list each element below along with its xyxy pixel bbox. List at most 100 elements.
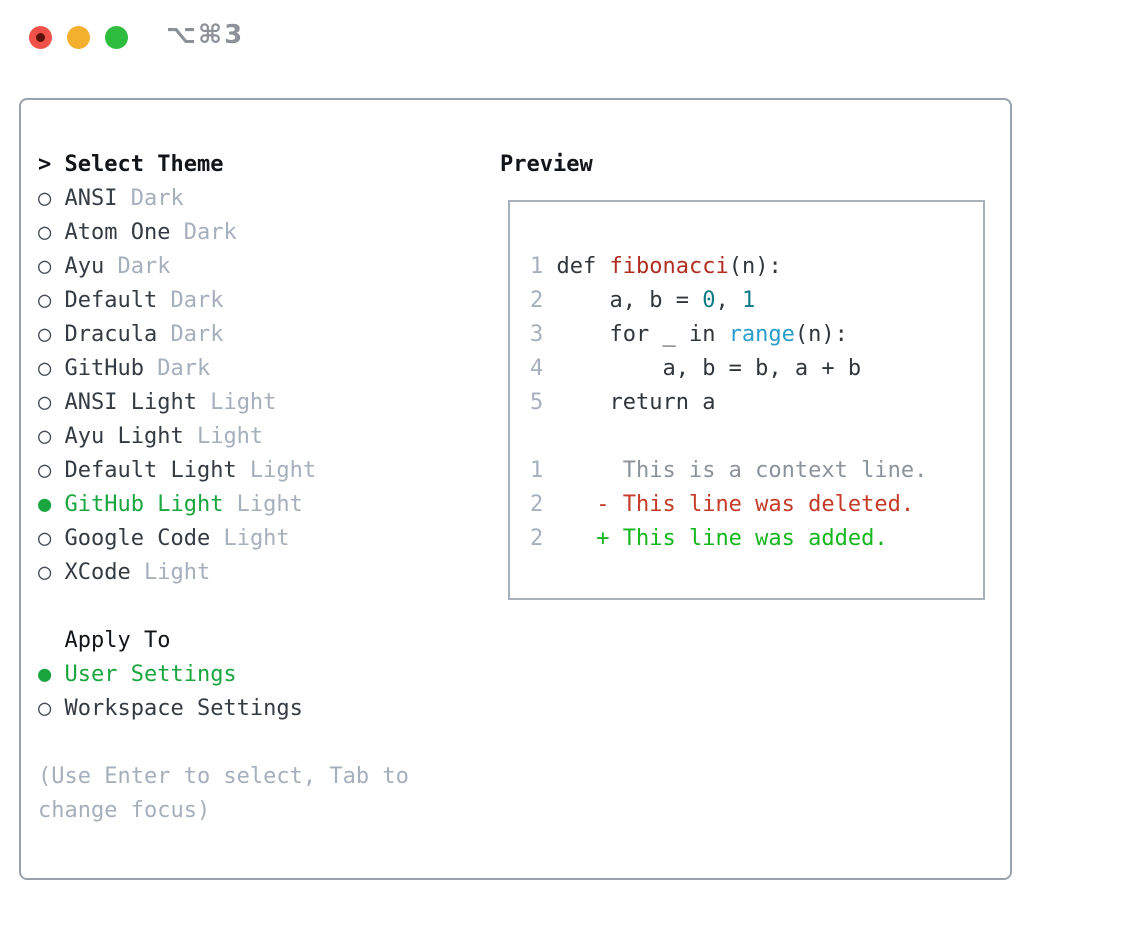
radio-icon: ○ <box>38 288 52 313</box>
theme-option-github-light[interactable]: ● GitHub Light Light <box>38 488 409 522</box>
token-code: def <box>556 254 610 279</box>
window-title: ⌥⌘3 <box>166 20 245 50</box>
radio-selected-icon: ● <box>38 492 52 517</box>
radio-icon: ○ <box>38 356 52 381</box>
theme-option-ansi-light[interactable]: ○ ANSI Light Light <box>38 386 409 420</box>
radio-icon: ○ <box>38 220 52 245</box>
preview-code-line: 2 a, b = 0, 1 <box>530 284 983 318</box>
theme-option-dracula[interactable]: ○ Dracula Dark <box>38 318 409 352</box>
zoom-button[interactable] <box>105 26 128 49</box>
option-label: Default Light <box>51 458 237 483</box>
theme-option-xcode[interactable]: ○ XCode Light <box>38 556 409 590</box>
theme-option-default-light[interactable]: ○ Default Light Light <box>38 454 409 488</box>
variant-tag: Light <box>183 424 264 449</box>
token-code: (n): <box>794 322 848 347</box>
preview-blank-line <box>530 420 983 454</box>
preview-diff-added-line: 2 + This line was added. <box>530 522 983 556</box>
apply-option-workspace-settings[interactable]: ○ Workspace Settings <box>38 692 409 726</box>
token-numlit: 0 <box>702 288 716 313</box>
option-label: Ayu Light <box>51 424 184 449</box>
preview-code-line: 4 a, b = b, a + b <box>530 352 983 386</box>
option-label: ANSI Light <box>51 390 197 415</box>
variant-tag: Light <box>196 390 277 415</box>
variant-tag: Light <box>210 526 290 551</box>
variant-tag: Dark <box>157 288 224 313</box>
token-code: a, b = b, a + b <box>556 356 862 381</box>
line-number: 2 <box>530 288 557 313</box>
radio-selected-icon: ● <box>38 662 52 687</box>
preview-code-line: 3 for _ in range(n): <box>530 318 983 352</box>
line-number: 5 <box>530 390 557 415</box>
variant-tag: Dark <box>104 254 171 279</box>
theme-option-default[interactable]: ○ Default Dark <box>38 284 409 318</box>
theme-list-column: > Select Theme ○ ANSI Dark○ Atom One Dar… <box>38 148 409 828</box>
option-label: Ayu <box>51 254 105 279</box>
option-label: Dracula <box>51 322 158 347</box>
preview-code-line: 5 return a <box>530 386 983 420</box>
token-code: a, b = <box>556 288 703 313</box>
preview-heading: Preview <box>500 152 593 177</box>
theme-dialog-panel: > Select Theme ○ ANSI Dark○ Atom One Dar… <box>19 98 1012 880</box>
radio-icon: ○ <box>38 526 52 551</box>
line-number: 1 <box>530 458 557 483</box>
option-label: Atom One <box>51 220 171 245</box>
apply-options-list: ● User Settings○ Workspace Settings <box>38 658 409 726</box>
preview-diff-context-line: 1 This is a context line. <box>530 454 983 488</box>
hint-text: (Use Enter to select, Tab to change focus… <box>38 760 409 828</box>
hint-text-line: change focus) <box>38 798 211 823</box>
theme-option-ayu[interactable]: ○ Ayu Dark <box>38 250 409 284</box>
token-func: fibonacci <box>609 254 729 279</box>
select-theme-heading: > Select Theme <box>38 148 409 182</box>
option-label: Workspace Settings <box>51 696 303 721</box>
option-label: XCode <box>51 560 131 585</box>
theme-option-ansi[interactable]: ○ ANSI Dark <box>38 182 409 216</box>
radio-icon: ○ <box>38 560 52 585</box>
option-label: GitHub <box>51 356 144 381</box>
token-builtin: range <box>728 322 795 347</box>
option-label: User Settings <box>51 662 237 687</box>
preview-diff-deleted-line: 2 - This line was deleted. <box>530 488 983 522</box>
variant-tag: Light <box>223 492 303 517</box>
token-context: This is a context line. <box>556 458 928 483</box>
close-button[interactable] <box>29 26 52 49</box>
radio-icon: ○ <box>38 696 52 721</box>
theme-option-ayu-light[interactable]: ○ Ayu Light Light <box>38 420 409 454</box>
radio-icon: ○ <box>38 186 52 211</box>
variant-tag: Light <box>236 458 317 483</box>
apply-to-heading: Apply To <box>64 628 171 653</box>
token-code: return a <box>556 390 716 415</box>
preview-code-line: 1 def fibonacci(n): <box>530 250 983 284</box>
divider-space <box>38 590 409 624</box>
variant-tag: Light <box>130 560 211 585</box>
theme-option-atom-one[interactable]: ○ Atom One Dark <box>38 216 409 250</box>
theme-option-google-code[interactable]: ○ Google Code Light <box>38 522 409 556</box>
divider-space <box>38 726 409 760</box>
line-number: 4 <box>530 356 557 381</box>
radio-icon: ○ <box>38 322 52 347</box>
close-indicator-dot <box>36 33 45 42</box>
option-label: GitHub Light <box>51 492 224 517</box>
token-code: for _ in <box>556 322 729 347</box>
theme-option-github[interactable]: ○ GitHub Dark <box>38 352 409 386</box>
line-number: 2 <box>530 526 557 551</box>
token-added: + This line was added. <box>556 526 888 551</box>
variant-tag: Dark <box>143 356 211 381</box>
token-code: , <box>715 288 742 313</box>
apply-option-user-settings[interactable]: ● User Settings <box>38 658 409 692</box>
option-label: Default <box>51 288 158 313</box>
hint-text-line: (Use Enter to select, Tab to <box>38 764 409 789</box>
option-label: ANSI <box>51 186 118 211</box>
line-number: 1 <box>530 254 557 279</box>
radio-icon: ○ <box>38 254 52 279</box>
prompt-caret: > <box>38 152 65 177</box>
option-label: Google Code <box>51 526 211 551</box>
select-theme-label: Select Theme <box>64 152 224 177</box>
minimize-button[interactable] <box>67 26 90 49</box>
theme-options-list: ○ ANSI Dark○ Atom One Dark○ Ayu Dark○ De… <box>38 182 409 590</box>
radio-icon: ○ <box>38 458 52 483</box>
variant-tag: Dark <box>170 220 237 245</box>
variant-tag: Dark <box>117 186 184 211</box>
